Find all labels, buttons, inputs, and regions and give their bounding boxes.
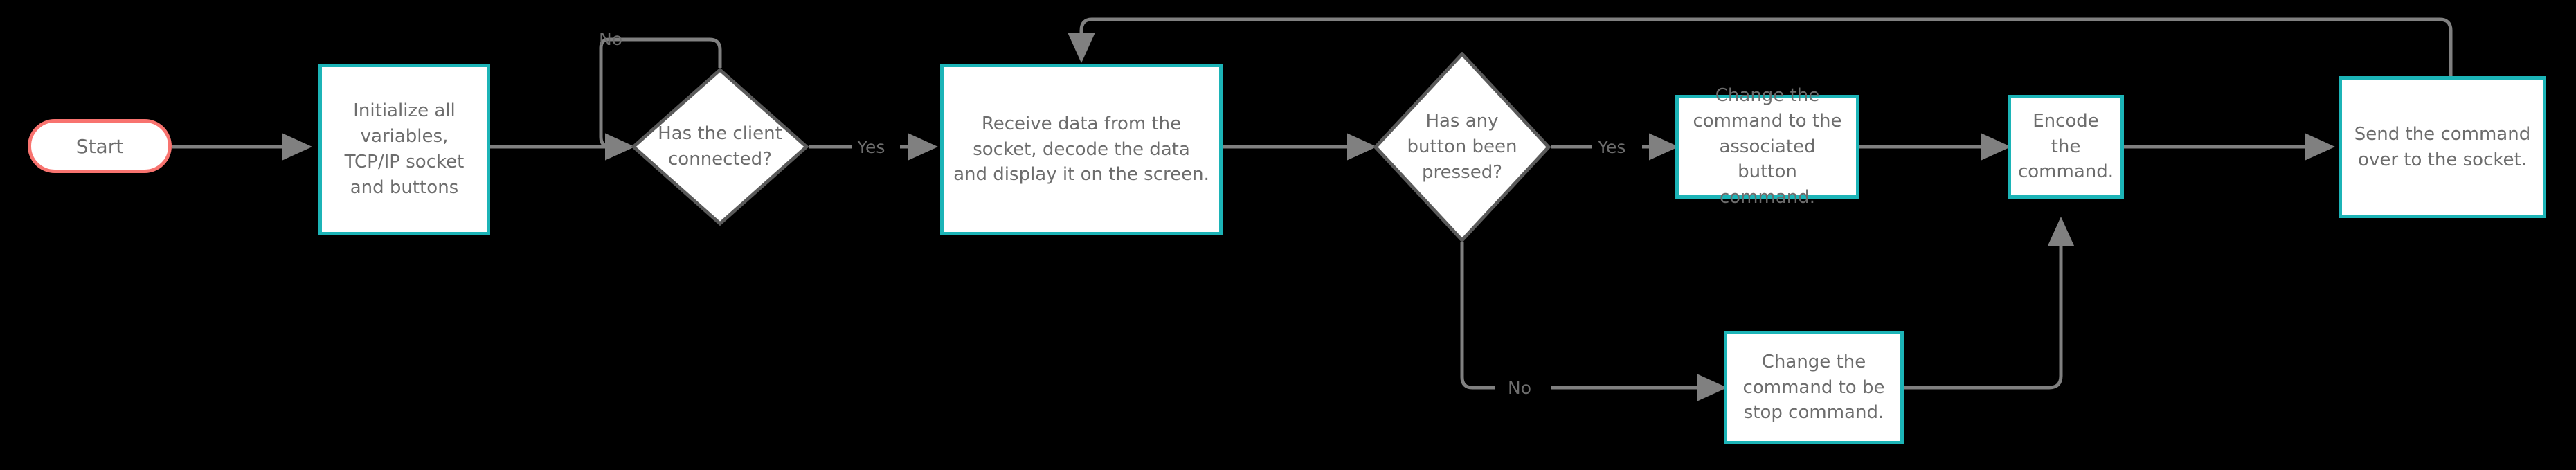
edge-client-decision-no-loop — [599, 37, 722, 161]
node-receive-data[interactable]: Receive data from the socket, decode the… — [940, 64, 1223, 235]
node-change-to-stop-command-label: Change the command to be stop command. — [1742, 351, 1885, 424]
node-client-connected-decision[interactable]: Has the client connected? — [631, 68, 809, 226]
node-send-command-label: Send the command over to the socket. — [2354, 123, 2531, 170]
node-start-label: Start — [75, 134, 124, 158]
edge-send-feedback-to-receive — [1068, 17, 2453, 78]
node-start[interactable]: Start — [28, 119, 172, 173]
node-change-to-button-command[interactable]: Change the command to the associated but… — [1675, 85, 1859, 208]
edge-label-client-no: No — [599, 29, 622, 49]
node-button-pressed-decision[interactable]: Has any button been pressed? — [1373, 52, 1551, 242]
node-change-to-button-command-label: Change the command to the associated but… — [1693, 84, 1842, 208]
edge-label-client-yes: Yes — [857, 137, 885, 157]
edge-button-decision-no — [1460, 242, 1495, 390]
diamond-shape — [1373, 52, 1551, 242]
node-initialize[interactable]: Initialize all variables, TCP/IP socket … — [318, 64, 490, 235]
diamond-shape — [631, 68, 809, 226]
node-encode-command-label: Encode the command. — [2017, 110, 2114, 183]
node-button-pressed-label: Has any button been pressed? — [1407, 111, 1517, 183]
node-send-command[interactable]: Send the command over to the socket. — [2339, 76, 2546, 218]
node-receive-data-label: Receive data from the socket, decode the… — [953, 113, 1209, 186]
node-encode-command[interactable]: Encode the command. — [2008, 95, 2124, 199]
edge-stop-to-encode — [1904, 216, 2075, 390]
edge-label-button-no: No — [1508, 378, 1531, 398]
edge-label-button-yes: Yes — [1598, 137, 1626, 157]
node-initialize-label: Initialize all variables, TCP/IP socket … — [344, 100, 465, 198]
node-client-connected-label: Has the client connected? — [658, 123, 782, 170]
node-change-to-stop-command[interactable]: Change the command to be stop command. — [1724, 331, 1904, 444]
